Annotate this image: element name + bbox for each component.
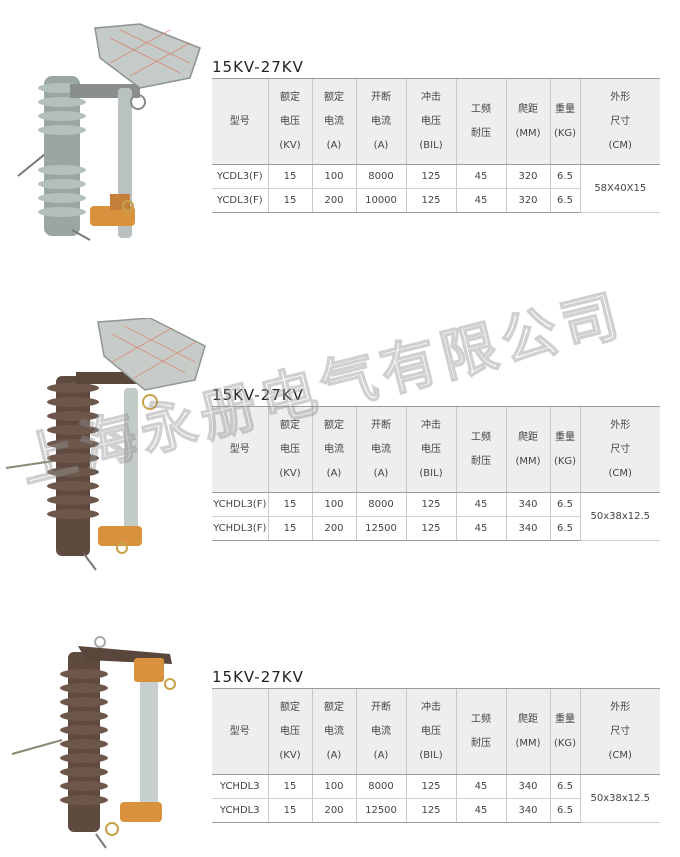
header-weight: 重量(KG) bbox=[549, 406, 580, 493]
header-dimensions: 外形尺寸(CM) bbox=[579, 688, 660, 775]
cell-withstand: 45 bbox=[455, 492, 506, 517]
header-rated-voltage: 额定电压(KV) bbox=[267, 78, 312, 165]
cell-impulse: 125 bbox=[405, 774, 456, 799]
cell-weight: 6.5 bbox=[549, 164, 580, 189]
header-rated-voltage: 额定电压(KV) bbox=[267, 688, 312, 775]
cell-current: 200 bbox=[311, 188, 356, 213]
table-row: YCDL3(F) 15 200 10000 125 45 320 6.5 bbox=[212, 188, 660, 213]
cell-creepage: 320 bbox=[505, 188, 550, 213]
section-title: 15KV-27KV bbox=[212, 668, 304, 686]
header-rated-current: 额定电流(A) bbox=[311, 688, 356, 775]
header-weight: 重量(KG) bbox=[549, 78, 580, 165]
header-breaking-current: 开断电流(A) bbox=[355, 406, 406, 493]
cell-weight: 6.5 bbox=[549, 492, 580, 517]
header-rated-current: 额定电流(A) bbox=[311, 78, 356, 165]
fuse-cutout-photo-brown bbox=[11, 636, 176, 849]
cell-current: 200 bbox=[311, 798, 356, 823]
header-power-frequency: 工频耐压 bbox=[455, 688, 506, 775]
cell-dimensions: 58X40X15 bbox=[579, 164, 660, 213]
cell-withstand: 45 bbox=[455, 516, 506, 541]
table-header-row: 型号 额定电压(KV) 额定电流(A) 开断电流(A) 冲击电压(BIL) 工频… bbox=[212, 78, 660, 165]
cell-withstand: 45 bbox=[455, 774, 506, 799]
cell-current: 100 bbox=[311, 774, 356, 799]
spec-table: 型号 额定电压(KV) 额定电流(A) 开断电流(A) 冲击电压(BIL) 工频… bbox=[212, 78, 660, 213]
cell-creepage: 340 bbox=[505, 516, 550, 541]
fuse-cutout-photo-grey bbox=[17, 23, 201, 241]
cell-current: 100 bbox=[311, 492, 356, 517]
cell-model: YCHDL3(F) bbox=[212, 516, 268, 541]
fuse-cutout-photo-brown-shield bbox=[5, 318, 206, 571]
table-row: YCHDL3(F) 15 200 12500 125 45 340 6.5 bbox=[212, 516, 660, 541]
cell-model: YCHDL3 bbox=[212, 774, 268, 799]
cell-creepage: 340 bbox=[505, 798, 550, 823]
header-creepage: 爬距(MM) bbox=[505, 688, 550, 775]
header-dimensions: 外形尺寸(CM) bbox=[579, 78, 660, 165]
cell-breaking: 12500 bbox=[355, 516, 406, 541]
cell-impulse: 125 bbox=[405, 188, 456, 213]
cell-model: YCHDL3 bbox=[212, 798, 268, 823]
table-row: YCHDL3(F) 15 100 8000 125 45 340 6.5 50x… bbox=[212, 492, 660, 541]
cell-dimensions: 50x38x12.5 bbox=[579, 774, 660, 823]
section-title: 15KV-27KV bbox=[212, 386, 304, 404]
cell-weight: 6.5 bbox=[549, 516, 580, 541]
cell-breaking: 8000 bbox=[355, 164, 406, 189]
header-power-frequency: 工频耐压 bbox=[455, 406, 506, 493]
cell-impulse: 125 bbox=[405, 164, 456, 189]
section-title: 15KV-27KV bbox=[212, 58, 304, 76]
cell-breaking: 12500 bbox=[355, 798, 406, 823]
cell-voltage: 15 bbox=[267, 164, 312, 189]
cell-voltage: 15 bbox=[267, 492, 312, 517]
spec-table: 型号 额定电压(KV) 额定电流(A) 开断电流(A) 冲击电压(BIL) 工频… bbox=[212, 406, 660, 541]
cell-current: 200 bbox=[311, 516, 356, 541]
cell-withstand: 45 bbox=[455, 188, 506, 213]
cell-model: YCDL3(F) bbox=[212, 164, 268, 189]
spec-table: 型号 额定电压(KV) 额定电流(A) 开断电流(A) 冲击电压(BIL) 工频… bbox=[212, 688, 660, 823]
cell-weight: 6.5 bbox=[549, 798, 580, 823]
cell-impulse: 125 bbox=[405, 798, 456, 823]
cell-creepage: 340 bbox=[505, 492, 550, 517]
cell-creepage: 320 bbox=[505, 164, 550, 189]
header-breaking-current: 开断电流(A) bbox=[355, 688, 406, 775]
cell-breaking: 8000 bbox=[355, 492, 406, 517]
cell-model: YCHDL3(F) bbox=[212, 492, 268, 517]
cell-breaking: 10000 bbox=[355, 188, 406, 213]
cell-voltage: 15 bbox=[267, 188, 312, 213]
header-impulse-voltage: 冲击电压(BIL) bbox=[405, 406, 456, 493]
cell-withstand: 45 bbox=[455, 164, 506, 189]
cell-current: 100 bbox=[311, 164, 356, 189]
cell-weight: 6.5 bbox=[549, 774, 580, 799]
table-header-row: 型号 额定电压(KV) 额定电流(A) 开断电流(A) 冲击电压(BIL) 工频… bbox=[212, 406, 660, 493]
cell-breaking: 8000 bbox=[355, 774, 406, 799]
header-dimensions: 外形尺寸(CM) bbox=[579, 406, 660, 493]
header-rated-current: 额定电流(A) bbox=[311, 406, 356, 493]
header-model: 型号 bbox=[212, 78, 268, 165]
header-model: 型号 bbox=[212, 406, 268, 493]
cell-voltage: 15 bbox=[267, 798, 312, 823]
cell-model: YCDL3(F) bbox=[212, 188, 268, 213]
header-weight: 重量(KG) bbox=[549, 688, 580, 775]
header-impulse-voltage: 冲击电压(BIL) bbox=[405, 78, 456, 165]
cell-impulse: 125 bbox=[405, 492, 456, 517]
table-header-row: 型号 额定电压(KV) 额定电流(A) 开断电流(A) 冲击电压(BIL) 工频… bbox=[212, 688, 660, 775]
cell-impulse: 125 bbox=[405, 516, 456, 541]
table-row: YCHDL3 15 200 12500 125 45 340 6.5 bbox=[212, 798, 660, 823]
cell-withstand: 45 bbox=[455, 798, 506, 823]
header-breaking-current: 开断电流(A) bbox=[355, 78, 406, 165]
cell-weight: 6.5 bbox=[549, 188, 580, 213]
table-row: YCHDL3 15 100 8000 125 45 340 6.5 50x38x… bbox=[212, 774, 660, 823]
cell-voltage: 15 bbox=[267, 774, 312, 799]
cell-creepage: 340 bbox=[505, 774, 550, 799]
header-creepage: 爬距(MM) bbox=[505, 78, 550, 165]
header-rated-voltage: 额定电压(KV) bbox=[267, 406, 312, 493]
table-row: YCDL3(F) 15 100 8000 125 45 320 6.5 58X4… bbox=[212, 164, 660, 213]
header-model: 型号 bbox=[212, 688, 268, 775]
header-power-frequency: 工频耐压 bbox=[455, 78, 506, 165]
cell-voltage: 15 bbox=[267, 516, 312, 541]
header-impulse-voltage: 冲击电压(BIL) bbox=[405, 688, 456, 775]
header-creepage: 爬距(MM) bbox=[505, 406, 550, 493]
cell-dimensions: 50x38x12.5 bbox=[579, 492, 660, 541]
